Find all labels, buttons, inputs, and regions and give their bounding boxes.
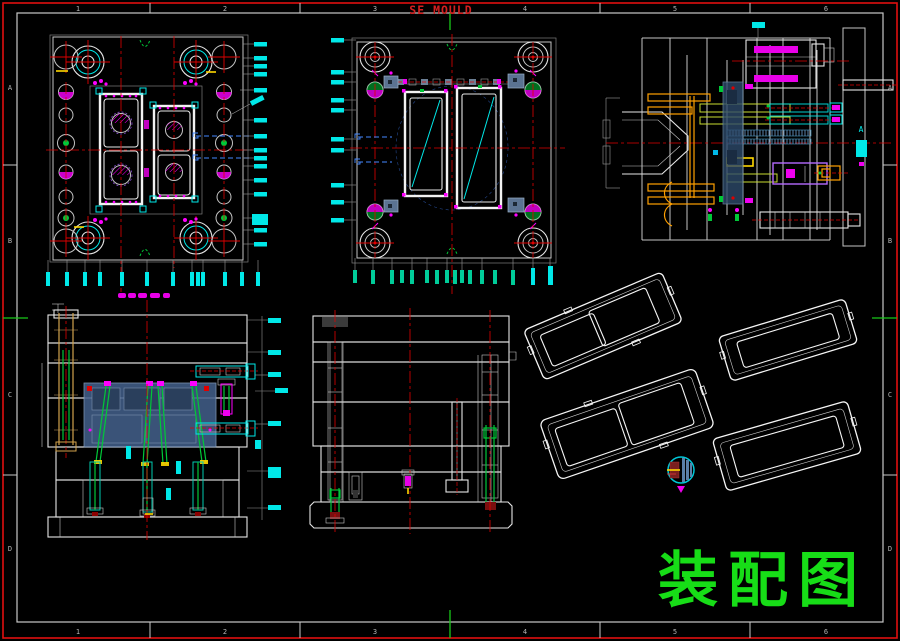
cooling-line <box>354 133 392 165</box>
grid-col-label: 5 <box>673 628 677 636</box>
cooling-line <box>192 132 250 161</box>
sprue-bushing-funnel <box>602 97 718 189</box>
grid-col-label: 6 <box>824 5 828 13</box>
product-panel-3 <box>540 368 714 480</box>
screw-dots <box>104 94 186 204</box>
sprue-mark-bottom <box>446 247 458 255</box>
stop-pin <box>348 471 363 501</box>
clamp-detail <box>93 79 198 224</box>
grid-row-label: A <box>888 84 893 92</box>
lifter-feet <box>94 460 208 466</box>
grid-col-label: 1 <box>76 628 80 636</box>
balloon-ticks-bottom-left[interactable] <box>46 260 260 286</box>
view-cavity-plate-plan[interactable] <box>46 34 254 292</box>
blurred-note <box>118 293 170 298</box>
grid-col-label: 4 <box>523 5 527 13</box>
sprue-mark-top <box>446 43 458 51</box>
ejector-pin-column-left <box>57 82 75 228</box>
balloon-ticks-bottom-middle[interactable] <box>353 258 553 285</box>
guided-bush-component <box>217 378 236 416</box>
grid-row-label: D <box>888 545 892 553</box>
balloon-tag[interactable] <box>752 22 765 28</box>
view-side-section-2[interactable] <box>309 308 517 534</box>
grid-col-label: 5 <box>673 5 677 13</box>
grid-labels-left: A B C D <box>8 84 13 553</box>
grid-col-label: 3 <box>373 628 377 636</box>
assembly-drawing-title: 装配图 <box>658 546 868 616</box>
lift-mark <box>56 70 216 228</box>
grid-col-label: 2 <box>223 5 227 13</box>
bottom-guide-assembly <box>708 208 861 229</box>
grid-row-label: B <box>8 237 12 245</box>
corner-screws <box>402 85 502 209</box>
grid-labels-top: 1 2 3 4 5 6 <box>76 5 828 13</box>
section-arrow <box>856 140 867 157</box>
guide-pin-left <box>325 310 345 532</box>
slide-block <box>383 69 525 217</box>
product-iso-views[interactable] <box>519 268 864 492</box>
grid-col-label: 6 <box>824 628 828 636</box>
lifter-tips <box>104 381 197 386</box>
product-panel-2 <box>718 299 858 381</box>
grid-col-label: 3 <box>373 5 377 13</box>
grid-row-label: D <box>8 545 12 553</box>
grid-labels-right: A B C D <box>888 84 893 553</box>
center-marks <box>3 13 897 638</box>
support-pillar <box>50 41 240 257</box>
leader-lines <box>344 39 356 221</box>
gate-insert-row <box>390 78 520 86</box>
view-front-section[interactable] <box>41 293 275 540</box>
sprue-mark-top <box>139 39 151 47</box>
leader-lines <box>247 319 275 509</box>
top-cylinder-assembly <box>732 39 852 89</box>
mold-plates <box>309 315 513 529</box>
grid-row-label: C <box>8 391 12 399</box>
product-panel-1 <box>524 272 682 380</box>
leader-lines <box>354 258 551 270</box>
corner-key <box>95 87 199 213</box>
leader-lines <box>47 260 259 272</box>
leader-lines <box>231 43 254 245</box>
datum-triangle <box>677 486 685 493</box>
ejector-pin-column-right <box>215 82 233 228</box>
ejector-pins <box>86 461 207 518</box>
view-side-section[interactable]: A <box>602 22 896 247</box>
grid-row-label: C <box>888 391 892 399</box>
ejector-bars <box>647 93 843 227</box>
sprue-mark-bottom <box>139 249 151 257</box>
sheet-title: SE MOULD <box>409 3 472 17</box>
side-core-rod-upper <box>190 363 258 380</box>
grid-col-label: 4 <box>523 628 527 636</box>
section-marker-label: A <box>859 125 864 134</box>
grid-ticks <box>3 3 897 638</box>
guide-bushing <box>66 40 218 260</box>
grid-labels-bottom: 1 2 3 4 5 6 <box>76 628 828 636</box>
detail-view-circle[interactable] <box>667 456 695 493</box>
guide-pin-right <box>481 310 499 532</box>
grid-row-label: A <box>8 84 13 92</box>
support-cylinder <box>772 162 848 185</box>
ejector-plate-band <box>719 81 753 205</box>
edge-tab <box>509 351 517 361</box>
grid-col-label: 1 <box>76 5 80 13</box>
grid-row-label: B <box>888 237 892 245</box>
balloon-column-1[interactable] <box>249 42 268 247</box>
support-pin <box>445 398 469 495</box>
balloon-column-2[interactable] <box>331 38 356 223</box>
sprue-puller <box>401 469 415 494</box>
sprue-column <box>53 306 79 458</box>
lifter-rods <box>95 385 207 465</box>
grid-col-label: 2 <box>223 628 227 636</box>
view-core-plate-plan[interactable] <box>350 34 565 294</box>
side-core-rod-lower <box>190 420 258 437</box>
product-panel-4 <box>712 401 862 491</box>
balloon-column-3[interactable] <box>255 316 288 520</box>
side-lock <box>838 79 896 91</box>
